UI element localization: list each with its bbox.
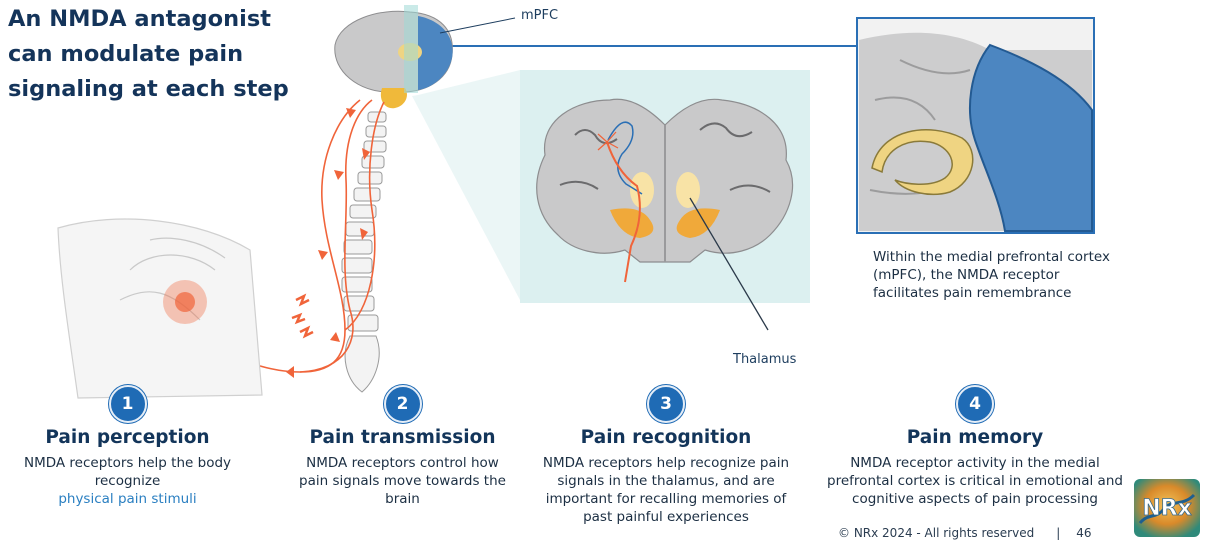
step-title: Pain transmission [295,427,510,448]
step-3: 3 Pain recognition NMDA receptors help r… [535,385,797,526]
mpfc-zoom-panel [857,18,1094,233]
projection-cone [412,70,520,300]
step-title: Pain perception [10,427,245,448]
step-description: NMDA receptors help the body recognize p… [10,454,245,508]
page-number: 46 [1076,526,1091,540]
step-4: 4 Pain memory NMDA receptor activity in … [820,385,1130,508]
step-description: NMDA receptors help recognize pain signa… [535,454,797,526]
mpfc-caption: Within the medial prefrontal cortex (mPF… [873,248,1123,302]
step-title: Pain recognition [535,427,797,448]
step-number-badge: 1 [109,385,147,423]
step-text: NMDA receptors help the body recognize [24,455,231,489]
step-description: NMDA receptors control how pain signals … [295,454,510,508]
step-highlight: physical pain stimuli [10,490,245,508]
step-2: 2 Pain transmission NMDA receptors contr… [295,385,510,508]
step-number-badge: 4 [956,385,994,423]
mpfc-label: mPFC [521,8,558,23]
step-description: NMDA receptor activity in the medial pre… [820,454,1130,508]
step-1: 1 Pain perception NMDA receptors help th… [10,385,245,508]
logo-text: NRx [1142,496,1192,521]
nrx-logo: NRx [1134,479,1200,537]
step-number-badge: 3 [647,385,685,423]
coronal-brain-panel [520,70,810,330]
footer-separator: | [1056,526,1060,540]
pain-spark-icons [292,296,313,336]
footer: © NRx 2024 - All rights reserved | 46 [838,526,1092,540]
copyright-text: © NRx 2024 - All rights reserved [838,526,1034,540]
hand-body-sketch [58,219,262,398]
step-title: Pain memory [820,427,1130,448]
thalamus-label: Thalamus [733,352,796,367]
step-number-badge: 2 [384,385,422,423]
